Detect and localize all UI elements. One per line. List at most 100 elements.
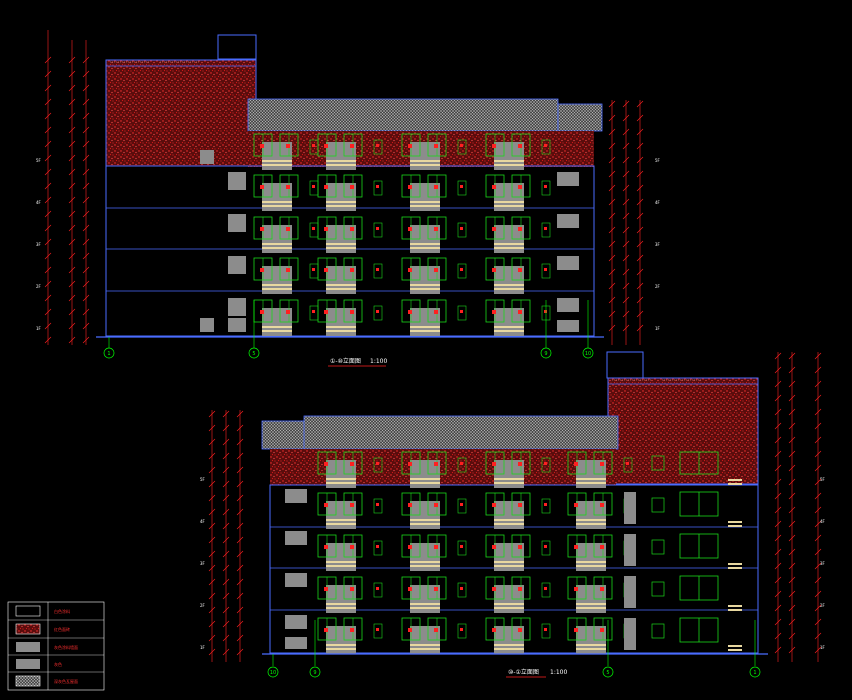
- mid-windows-b: [624, 455, 665, 650]
- dim-tick: [236, 438, 244, 446]
- dim-tick: [788, 408, 796, 416]
- dim-tick: [788, 646, 796, 654]
- dim-tick: [636, 310, 644, 318]
- dim-tick: [208, 480, 216, 488]
- dim-tick: [788, 520, 796, 528]
- dim-tick: [608, 282, 616, 290]
- dim-tick: [814, 380, 822, 388]
- dim-tick: [68, 308, 76, 316]
- window-bay: [401, 174, 467, 211]
- window-bay: [317, 576, 383, 613]
- dim-tick: [788, 492, 796, 500]
- floor-tag: 5F: [820, 477, 825, 482]
- dim-tick: [82, 126, 90, 134]
- dim-tick: [814, 576, 822, 584]
- dim-tick: [68, 280, 76, 288]
- dim-tick: [222, 620, 230, 628]
- window-bay: [401, 451, 467, 488]
- dim-tick: [208, 592, 216, 600]
- dim-tick: [208, 648, 216, 656]
- dim-right-a: [611, 100, 641, 345]
- dim-tick: [68, 238, 76, 246]
- dim-tick: [814, 604, 822, 612]
- dim-tick: [44, 70, 52, 78]
- drawing-scale: 1:100: [550, 669, 567, 676]
- dim-tick: [68, 70, 76, 78]
- dim-tick: [622, 240, 630, 248]
- dim-tick: [68, 98, 76, 106]
- window-bay: [317, 133, 383, 170]
- dim-tick: [236, 424, 244, 432]
- dim-tick: [774, 506, 782, 514]
- legend-label: 红色面砖: [54, 626, 70, 632]
- stair-tower-b: [606, 351, 644, 379]
- dim-tick: [82, 210, 90, 218]
- dim-tick: [68, 84, 76, 92]
- dim-tick: [82, 196, 90, 204]
- legend: 白色涂料 红色面砖 灰色涂料墙面 灰色 深灰色瓦屋面: [7, 601, 105, 691]
- dim-tick: [82, 154, 90, 162]
- drawing-title-b: ⑩-①立面图 1:100: [506, 668, 567, 678]
- window-bay: [485, 133, 551, 170]
- dim-tick: [236, 620, 244, 628]
- dim-tick: [814, 548, 822, 556]
- dim-tick: [208, 508, 216, 516]
- axis-label: 9: [313, 670, 316, 676]
- dim-tick: [608, 170, 616, 178]
- drawing-title-a: ①-⑩立面图 1:100: [328, 357, 387, 367]
- dim-tick: [814, 436, 822, 444]
- dim-tick: [622, 254, 630, 262]
- dim-tick: [44, 210, 52, 218]
- dim-tick: [82, 266, 90, 274]
- dim-tick: [236, 550, 244, 558]
- dim-tick: [44, 154, 52, 162]
- right-units-a: [557, 172, 579, 332]
- dim-tick: [68, 182, 76, 190]
- dim-tick: [222, 480, 230, 488]
- window-bay: [485, 534, 551, 571]
- dim-left-b: [211, 410, 241, 662]
- floor-tag: 1F: [36, 326, 41, 331]
- dim-tick: [774, 604, 782, 612]
- dim-tick: [814, 352, 822, 360]
- window-bay: [567, 451, 633, 488]
- dim-tick: [68, 168, 76, 176]
- window-bay: [485, 617, 551, 654]
- dim-tick: [622, 310, 630, 318]
- floor-tag: 4F: [36, 200, 41, 205]
- dim-tick: [236, 592, 244, 600]
- floor-tag: 4F: [820, 519, 825, 524]
- dim-tick: [622, 226, 630, 234]
- dim-tick: [236, 410, 244, 418]
- dim-tick: [636, 170, 644, 178]
- axis-label: 9: [544, 351, 547, 357]
- window-bay: [317, 174, 383, 211]
- dim-tick: [208, 466, 216, 474]
- dim-tick: [788, 562, 796, 570]
- floor-tag: 2F: [200, 603, 205, 608]
- dim-tick: [774, 576, 782, 584]
- axis-label: 5: [606, 670, 609, 676]
- dim-tick: [82, 308, 90, 316]
- dim-tick: [774, 450, 782, 458]
- dim-tick: [608, 156, 616, 164]
- dim-tick: [68, 252, 76, 260]
- dim-tick: [636, 128, 644, 136]
- dim-tick: [774, 380, 782, 388]
- dim-tick: [774, 422, 782, 430]
- dim-tick: [608, 240, 616, 248]
- dim-tick: [82, 98, 90, 106]
- dim-tick: [788, 590, 796, 598]
- dim-tick: [44, 140, 52, 148]
- dim-tick: [636, 198, 644, 206]
- dim-tick: [236, 578, 244, 586]
- dim-tick: [608, 268, 616, 276]
- dim-tick: [222, 424, 230, 432]
- floor-tag: 5F: [200, 477, 205, 482]
- dim-tick: [82, 322, 90, 330]
- dim-tick: [814, 520, 822, 528]
- window-bay: [567, 534, 633, 571]
- drawing-title: ①-⑩立面图: [330, 357, 361, 365]
- window-bay: [401, 492, 467, 529]
- window-bay: [485, 216, 551, 253]
